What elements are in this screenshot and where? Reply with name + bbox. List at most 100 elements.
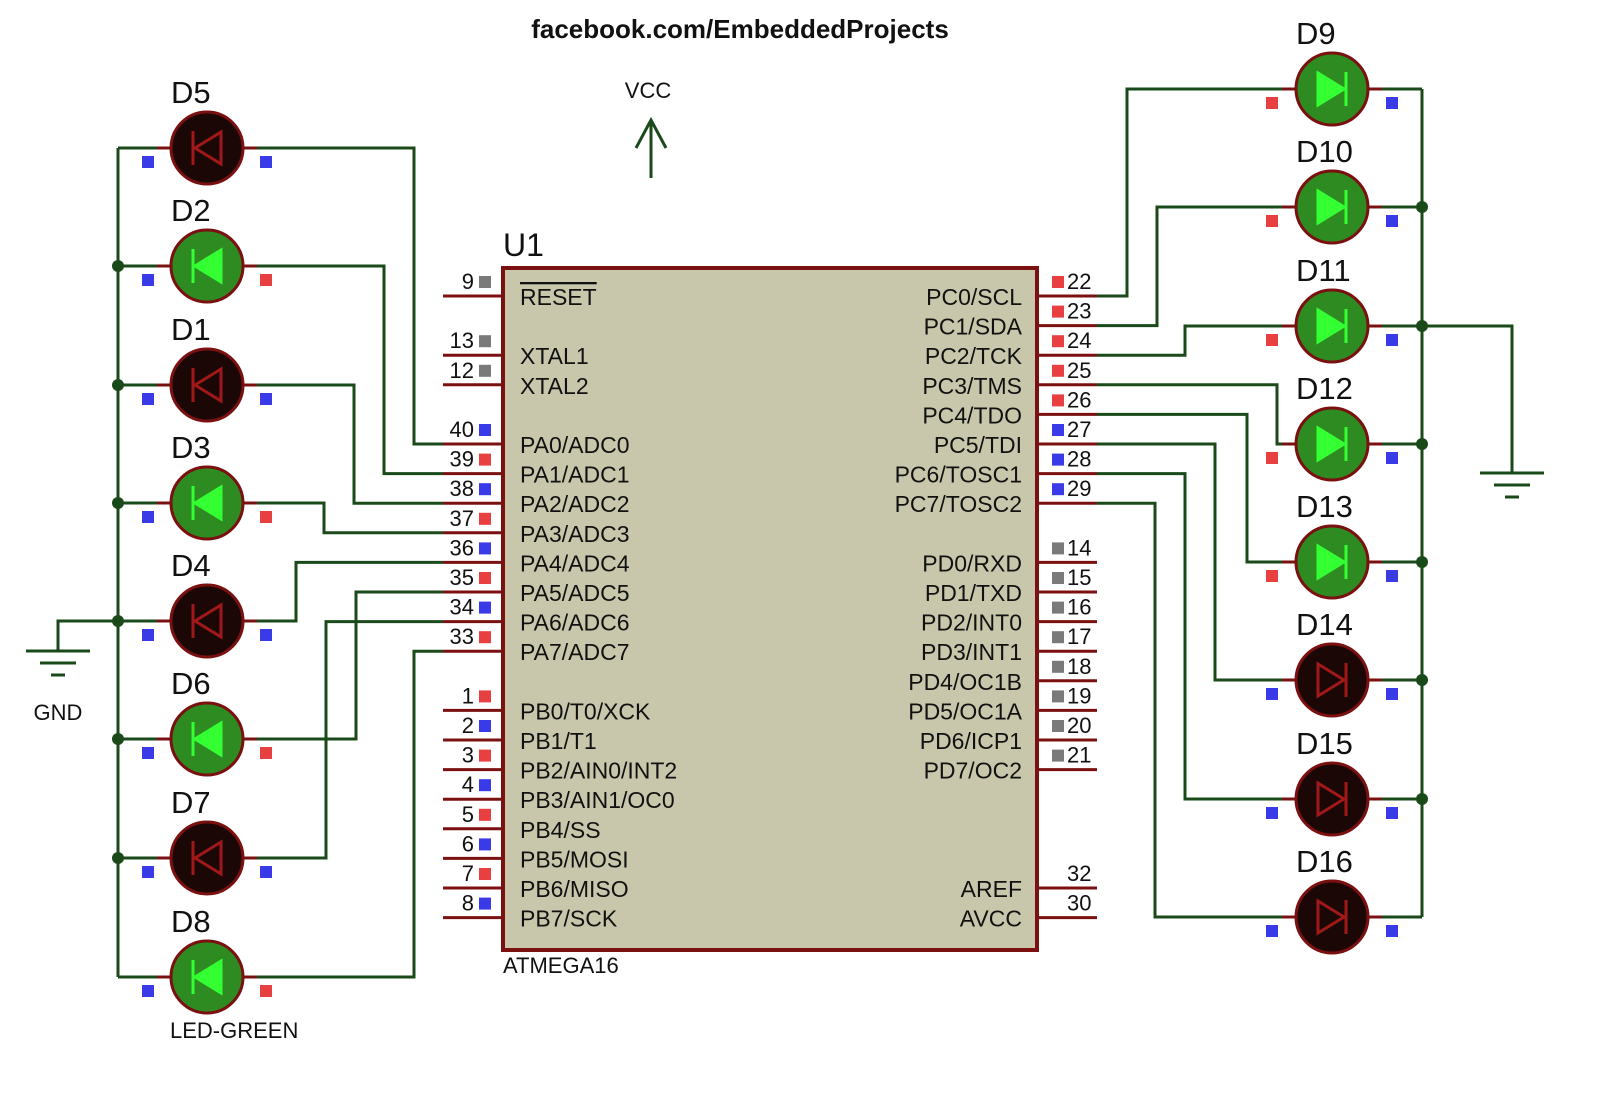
led-pin-marker bbox=[142, 511, 154, 523]
junction-dot bbox=[112, 497, 124, 509]
chip-pin-label: PD6/ICP1 bbox=[920, 728, 1022, 754]
led-reference: D9 bbox=[1296, 16, 1336, 51]
led-arrow bbox=[192, 247, 223, 285]
led-arrow bbox=[192, 129, 223, 167]
led-pin-marker bbox=[1386, 807, 1398, 819]
chip-pin-number: 12 bbox=[450, 358, 474, 383]
chip-pin-number: 30 bbox=[1067, 891, 1091, 916]
chip-pin-label: PD2/INT0 bbox=[921, 610, 1022, 636]
chip-pin-number: 15 bbox=[1067, 565, 1091, 590]
led-pin-marker bbox=[1266, 452, 1278, 464]
chip-pin-label: PD3/INT1 bbox=[921, 639, 1022, 665]
led-pin-marker bbox=[142, 629, 154, 641]
chip-pin-label: PC7/TOSC2 bbox=[895, 491, 1022, 517]
led-arrow bbox=[1316, 188, 1347, 226]
led-pin-marker bbox=[260, 985, 272, 997]
led-arrow bbox=[1316, 307, 1347, 345]
chip-pin-number: 17 bbox=[1067, 624, 1091, 649]
chip-pin-label: PA7/ADC7 bbox=[520, 639, 630, 665]
led-arrow bbox=[192, 720, 223, 758]
page-title: facebook.com/EmbeddedProjects bbox=[531, 14, 949, 44]
led-reference: D12 bbox=[1296, 371, 1353, 406]
led-arrow bbox=[192, 839, 223, 877]
led-arrow bbox=[1316, 780, 1347, 818]
chip-pin-number: 38 bbox=[450, 476, 474, 501]
led-pin-marker bbox=[1266, 97, 1278, 109]
led-pin-marker bbox=[142, 747, 154, 759]
led-pin-marker bbox=[1386, 688, 1398, 700]
led-arrow bbox=[192, 602, 223, 640]
junction-dot bbox=[1416, 201, 1428, 213]
led-arrow bbox=[192, 366, 223, 404]
led-arrow bbox=[1316, 661, 1347, 699]
pin-state-marker bbox=[1052, 572, 1064, 584]
pin-state-marker bbox=[1052, 424, 1064, 436]
chip-pin-label: PA0/ADC0 bbox=[520, 432, 630, 458]
led-pin-marker bbox=[1386, 570, 1398, 582]
chip-to-led-wire bbox=[1097, 472, 1297, 801]
led-pin-marker bbox=[1386, 925, 1398, 937]
led-pin-marker bbox=[1386, 452, 1398, 464]
chip-pin-label: PB2/AIN0/INT2 bbox=[520, 758, 677, 784]
led-reference: D6 bbox=[171, 666, 211, 701]
pin-state-marker bbox=[1052, 276, 1064, 288]
gnd-right-wire bbox=[1422, 324, 1514, 473]
led-part-label: LED-GREEN bbox=[170, 1018, 298, 1043]
chip-pin-label: PD1/TXD bbox=[925, 580, 1022, 606]
led-pin-marker bbox=[260, 156, 272, 168]
pin-state-marker bbox=[1052, 720, 1064, 732]
led-pin-marker bbox=[260, 747, 272, 759]
led-pin-marker bbox=[142, 156, 154, 168]
pin-state-marker bbox=[479, 335, 491, 348]
chip-pin-label: PD0/RXD bbox=[922, 550, 1022, 576]
led-body bbox=[1294, 879, 1370, 955]
chip-pin-number: 1 bbox=[462, 683, 474, 708]
atmega16-chip[interactable]: U1ATMEGA169RESET13XTAL112XTAL240PA0/ADC0… bbox=[443, 227, 1097, 978]
led-pin-marker bbox=[260, 866, 272, 878]
pin-state-marker bbox=[479, 631, 491, 644]
chip-pin-number: 5 bbox=[462, 802, 474, 827]
gnd-left-wire bbox=[56, 619, 118, 651]
led-pin-marker bbox=[260, 274, 272, 286]
led-body bbox=[169, 820, 245, 896]
pin-state-marker bbox=[1052, 483, 1064, 496]
led-reference: D8 bbox=[171, 904, 211, 939]
chip-pin-number: 21 bbox=[1067, 743, 1091, 768]
chip-pin-number: 18 bbox=[1067, 654, 1091, 679]
pin-state-marker bbox=[479, 720, 491, 732]
led-pin-marker bbox=[1386, 334, 1398, 346]
pin-state-marker bbox=[479, 868, 491, 880]
vcc-label: VCC bbox=[625, 78, 672, 103]
chip-pin-number: 19 bbox=[1067, 683, 1091, 708]
pin-state-marker bbox=[1052, 335, 1064, 348]
chip-pin-number: 37 bbox=[450, 506, 474, 531]
led-pin-marker bbox=[1266, 925, 1278, 937]
led-body bbox=[1294, 761, 1370, 837]
led-arrow bbox=[1316, 425, 1347, 463]
chip-pin-label: PA3/ADC3 bbox=[520, 521, 630, 547]
chip-pin-number: 3 bbox=[462, 743, 474, 768]
chip-pin-number: 24 bbox=[1067, 328, 1091, 353]
chip-pin-number: 13 bbox=[450, 328, 474, 353]
led-pin-marker bbox=[1266, 688, 1278, 700]
chip-pin-number: 9 bbox=[462, 269, 474, 294]
chip-pin-label: PD5/OC1A bbox=[908, 698, 1022, 724]
led-arrow bbox=[192, 484, 223, 522]
pin-state-marker bbox=[479, 364, 491, 377]
led-pin-marker bbox=[1266, 570, 1278, 582]
led-arrow bbox=[1316, 70, 1347, 108]
chip-pin-number: 27 bbox=[1067, 417, 1091, 442]
junction-dot bbox=[112, 733, 124, 745]
led-to-chip-wire bbox=[243, 649, 443, 979]
chip-pin-label: PD7/OC2 bbox=[924, 758, 1022, 784]
chip-to-led-wire bbox=[1097, 205, 1297, 328]
vcc-arrow-icon bbox=[634, 116, 668, 149]
led-reference: D11 bbox=[1296, 253, 1351, 288]
pin-state-marker bbox=[479, 453, 491, 466]
chip-pin-number: 35 bbox=[450, 565, 474, 590]
led-reference: D5 bbox=[171, 75, 211, 110]
led-pin-marker bbox=[142, 393, 154, 405]
led-reference: D2 bbox=[171, 193, 211, 228]
chip-pin-label: PC6/TOSC1 bbox=[895, 462, 1022, 488]
junction-dot bbox=[112, 260, 124, 272]
